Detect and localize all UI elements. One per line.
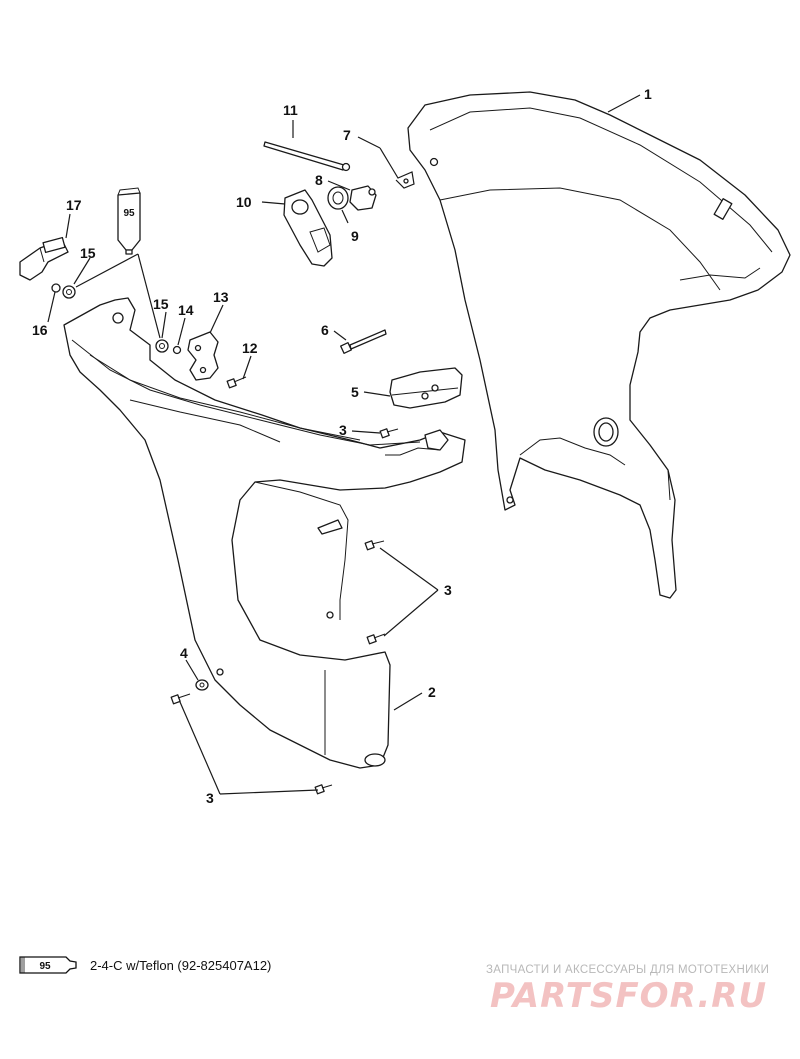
- part-7-clip: [379, 147, 415, 189]
- tube-label: 95: [123, 208, 135, 219]
- watermark-logo: PARTSFOR.RU: [490, 976, 768, 1016]
- part-2-left-cowl: [63, 297, 466, 769]
- part-3-screw-mid-upper: [364, 540, 385, 551]
- callout-3-top: 3: [339, 422, 347, 438]
- part-10-housing: [283, 189, 333, 267]
- callout-7: 7: [343, 127, 351, 143]
- callout-4: 4: [180, 645, 188, 661]
- callout-13: 13: [213, 289, 229, 305]
- callout-8: 8: [315, 172, 323, 188]
- part-17-latch: [19, 236, 69, 281]
- part-13-bracket: [187, 331, 219, 381]
- part-6-screw: [340, 329, 387, 354]
- part-3-screw-mid-lower: [366, 633, 386, 645]
- callout-3-bottom: 3: [206, 790, 214, 806]
- part-15-grommet-upper: [62, 285, 76, 299]
- lubricant-legend: 95 2-4-C w/Teflon (92-825407A12): [18, 954, 271, 976]
- callout-17: 17: [66, 197, 82, 213]
- callout-5: 5: [351, 384, 359, 400]
- part-4-washer: [195, 679, 209, 691]
- part-12-screw: [226, 376, 247, 389]
- part-11-rod: [263, 141, 351, 172]
- callout-9: 9: [351, 228, 359, 244]
- callout-15-lower: 15: [153, 296, 169, 312]
- callout-10: 10: [236, 194, 252, 210]
- part-16-bushing: [51, 283, 61, 293]
- part-1-right-cowl: [407, 91, 791, 599]
- part-15-grommet-lower: [155, 339, 169, 353]
- part-3-screw-top: [379, 428, 399, 439]
- watermark-subtitle: ЗАПЧАСТИ И АКСЕССУАРЫ ДЛЯ МОТОТЕХНИКИ: [486, 964, 770, 976]
- callout-1: 1: [644, 86, 652, 102]
- part-3-screw-bottom-right: [314, 784, 333, 795]
- callout-3-mid: 3: [444, 582, 452, 598]
- part-3-screw-bottom-left: [170, 693, 191, 705]
- lubricant-tube-icon: 95: [117, 187, 141, 255]
- leader-lines: [47, 94, 641, 795]
- lubricant-tube-legend-icon: 95: [19, 956, 77, 974]
- callout-2: 2: [428, 684, 436, 700]
- legend-text: 2-4-C w/Teflon (92-825407A12): [90, 957, 272, 973]
- callout-6: 6: [321, 322, 329, 338]
- callout-16: 16: [32, 322, 48, 338]
- callout-11: 11: [283, 102, 298, 118]
- callout-15-upper: 15: [80, 245, 96, 261]
- part-14-ring: [172, 345, 182, 355]
- part-9-washer: [327, 186, 349, 210]
- callout-labels: 1 2 3 3 3 4 5 6 7 8 9 10 11 12 13 14 15 …: [32, 86, 652, 806]
- part-8-knob: [349, 185, 377, 211]
- callout-14: 14: [178, 302, 194, 318]
- part-5-handle: [389, 367, 463, 409]
- callout-12: 12: [242, 340, 258, 356]
- legend-tube-label: 95: [39, 961, 51, 972]
